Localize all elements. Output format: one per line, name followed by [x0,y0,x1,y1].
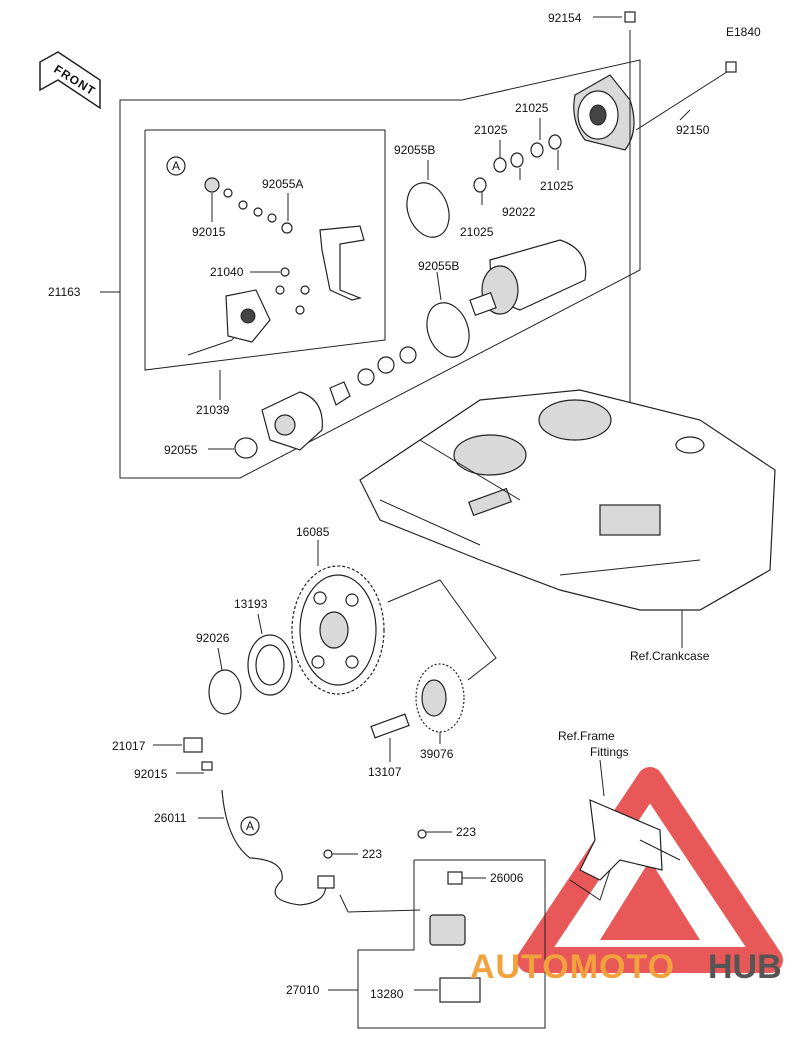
callout-92022: 92022 [502,205,536,219]
starter-cable [183,737,335,906]
callout-21025-d: 21025 [460,225,494,239]
callout-21017: 21017 [112,739,146,753]
callout-13107: 13107 [368,765,402,779]
callout-26011: 26011 [154,811,187,825]
callout-223-b: 223 [456,825,476,839]
callout-21025-c: 21025 [540,179,574,193]
callout-92026: 92026 [196,631,230,645]
washers-21025 [473,134,562,193]
ref-crankcase: Ref.Crankcase [630,649,710,663]
o-ring-92055b-mid [426,302,470,358]
shaft-13107 [370,713,410,739]
callout-21039: 21039 [196,403,230,417]
callout-92015-bot: 92015 [134,767,168,781]
diagram-code: E1840 [726,25,761,39]
callout-26006: 26006 [490,871,524,885]
callout-21025-b: 21025 [474,123,508,137]
callout-92055: 92055 [164,443,198,457]
front-housing [234,391,323,459]
starter-motor [469,239,587,317]
callout-21025-a: 21025 [515,101,549,115]
watermark-text: AUTOMOTO HUB [470,948,782,986]
callout-223-a: 223 [362,847,382,861]
marker-a-top: A [172,159,180,173]
leader-lines [153,16,691,991]
brush-plate-92055a [319,225,365,301]
callout-27010: 27010 [286,983,320,997]
callout-92055a: 92055A [262,177,303,191]
marker-a-bottom: A [246,819,254,833]
ref-frame-line1: Ref.Frame [558,729,615,743]
callout-92150: 92150 [676,123,710,137]
frame-bracket [569,759,681,901]
callout-92015-top: 92015 [192,225,226,239]
one-way-clutch-13193 [247,634,293,696]
callout-21163: 21163 [48,285,81,299]
callout-92055b-top: 92055B [394,143,435,157]
callout-21040: 21040 [210,265,244,279]
washer-92026 [208,669,242,715]
callout-92154: 92154 [548,11,582,25]
watermark-text-right: HUB [708,948,782,986]
starter-clutch-gear-16085 [291,565,385,695]
starter-relay [429,871,481,1003]
callout-16085: 16085 [296,525,330,539]
front-arrow-icon: FRONT [39,51,101,110]
callout-13193: 13193 [234,597,268,611]
watermark-logo [517,767,783,973]
callout-13280: 13280 [370,987,404,1001]
callout-labels: 92154 92150 21025 21025 21025 21025 9202… [48,11,710,1001]
o-ring-92055b-top [406,182,450,238]
idle-gear-39076 [415,663,465,733]
crankcase [359,389,776,611]
ref-frame-line2: Fittings [590,745,629,759]
watermark-text-left: AUTOMOTO [470,948,675,986]
callout-39076: 39076 [420,747,454,761]
callout-92055b-mid: 92055B [418,259,459,273]
starter-end-cover [573,74,635,151]
brush-holder [225,289,271,343]
